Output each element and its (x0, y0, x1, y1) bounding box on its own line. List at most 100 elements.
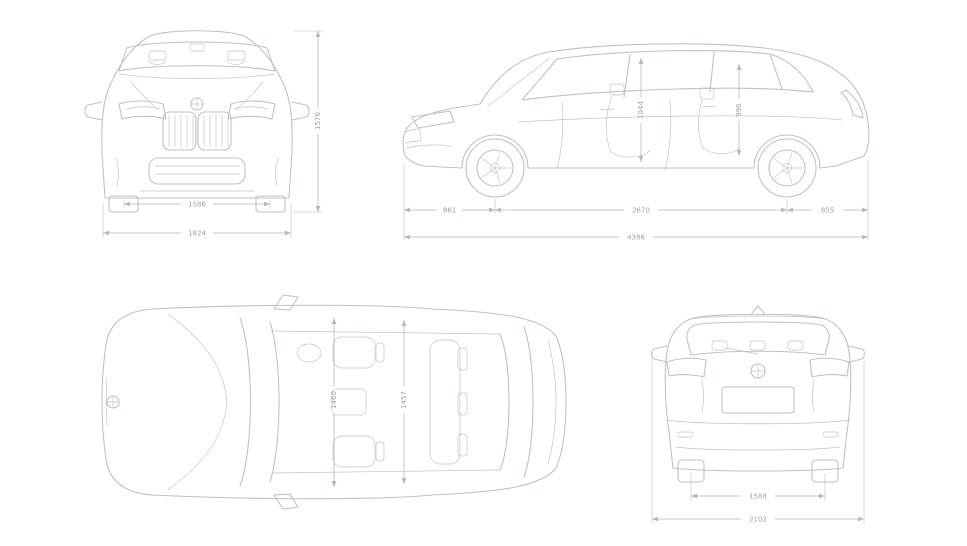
front-headrest-left (148, 50, 167, 61)
d-pillar-split (769, 53, 783, 90)
side-mirror-right (291, 101, 310, 121)
drl-right (233, 106, 269, 110)
rear-wiper (725, 347, 759, 355)
antenna-fin (751, 305, 765, 314)
character-line (517, 115, 843, 123)
rear-dimensions: 1588 2102 (651, 361, 865, 524)
side-dimensions: 1044 996 861 2670 855 4386 (403, 58, 869, 241)
side-taillight (840, 89, 864, 119)
rear-mirror-left (651, 345, 668, 363)
front-seatback-right (226, 59, 246, 65)
bmw-roundel-icon (190, 97, 204, 111)
kidney-grille-right (197, 111, 232, 151)
b-pillar (623, 54, 631, 98)
mirror-top (273, 294, 299, 311)
dim-overall-length: 4386 (627, 233, 645, 241)
steering-wheel (296, 343, 322, 363)
c-pillar (709, 51, 715, 93)
kidney-grille-left (162, 111, 197, 151)
interior-mirror (189, 43, 205, 52)
dim-track-width: 1586 (188, 201, 206, 209)
glasshouse (521, 50, 814, 101)
windshield-base (239, 317, 252, 487)
rear-view: 1588 2102 (651, 305, 865, 524)
windshield-line (487, 57, 551, 107)
bmw-roundel-icon-top (106, 395, 120, 409)
top-body-outline (101, 304, 567, 500)
cowl-line (118, 73, 276, 79)
lower-intake (148, 157, 246, 185)
taillight-right (809, 357, 850, 378)
roof-side-edges (271, 330, 501, 474)
front-fascia-arc (105, 377, 108, 427)
side-headlight (411, 110, 455, 129)
rear-seat-silhouette (698, 87, 741, 154)
headlight-right (227, 100, 276, 120)
dim-rear-interior-width: 1457 (400, 391, 408, 409)
reflector-left (677, 431, 694, 438)
spoiler-line (690, 315, 826, 320)
reflector-right (822, 431, 839, 438)
front-headrest-right (227, 50, 246, 61)
side-grille (404, 128, 422, 144)
dim-rear-track: 1588 (749, 492, 767, 500)
rear-body-outline (664, 313, 852, 472)
mirror-bottom (273, 493, 299, 510)
dim-rear-interior-height: 996 (735, 103, 743, 117)
dim-rear-overhang: 855 (821, 206, 834, 214)
door-handles (599, 105, 717, 111)
rear-door-cut (664, 98, 672, 171)
hood-crease (167, 313, 228, 491)
top-view-car (101, 294, 567, 510)
bumper-corner-left (115, 157, 119, 187)
rear-wheel (757, 138, 817, 198)
top-view: 1460 1457 (101, 294, 567, 510)
hatch-line (547, 339, 557, 465)
bumper-corner-right (275, 157, 279, 187)
intake-slats (154, 165, 240, 175)
dim-rear-overall-width: 2102 (749, 515, 767, 523)
rear-mirror-right (848, 345, 865, 363)
grille-slats (168, 113, 229, 149)
bumper-top-line (666, 419, 850, 425)
front-body-outline (101, 30, 293, 199)
front-door-cut (556, 101, 564, 170)
dim-overall-height: 1576 (314, 112, 322, 130)
side-view-car (402, 43, 870, 198)
rear-headrests (711, 340, 804, 351)
lower-bumper-line (675, 446, 841, 451)
dim-wheelbase: 2670 (632, 206, 650, 214)
headlight-left (118, 100, 167, 120)
hood-crease-left (130, 81, 159, 111)
front-view-car (84, 30, 310, 213)
dim-overall-width: 1824 (188, 230, 206, 238)
top-dimensions: 1460 1457 (330, 318, 408, 487)
front-view: 1576 1586 1824 (84, 30, 323, 238)
rear-window (686, 321, 830, 356)
front-seatback-left (147, 59, 167, 65)
roof-front-edge (269, 321, 280, 483)
dim-front-interior-width: 1460 (330, 391, 338, 409)
dim-front-interior-height: 1044 (637, 101, 645, 119)
bmw-roundel-icon-rear (750, 363, 766, 379)
front-wheel (465, 138, 525, 198)
rear-bench-top (429, 339, 468, 465)
front-seats-top (331, 336, 385, 468)
tailgate-edge (523, 326, 534, 478)
taillight-left (666, 357, 707, 378)
front-dimensions: 1576 1586 1824 (102, 30, 323, 238)
tailgate-seams (701, 379, 815, 413)
license-plate-recess (721, 386, 795, 414)
hood-crease-right (235, 81, 264, 111)
side-mirror-left (84, 101, 103, 121)
dim-front-overhang: 861 (443, 206, 456, 214)
drl-left (125, 106, 161, 110)
front-seat-silhouette (605, 83, 651, 158)
rear-view-car (651, 305, 865, 483)
rear-window-top (499, 333, 510, 471)
front-bumper-line (405, 144, 453, 149)
front-windshield (118, 41, 276, 72)
side-body-outline (402, 43, 870, 169)
